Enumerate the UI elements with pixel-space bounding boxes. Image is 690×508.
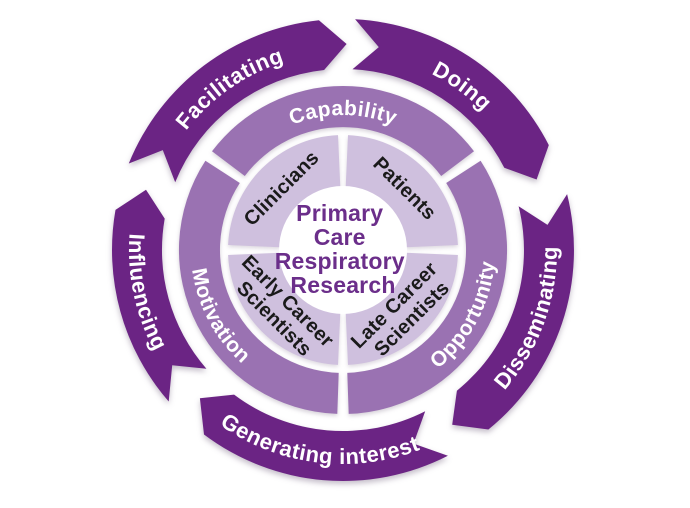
inner-arc-late-career <box>345 252 458 365</box>
inner-arc-early-career <box>228 252 341 365</box>
inner-arc-clinicians <box>228 135 341 248</box>
middle-arc-capability <box>212 85 474 176</box>
center-circle <box>279 186 407 314</box>
outer-arc-facilitating <box>128 20 347 183</box>
middle-arc-opportunity <box>347 160 508 414</box>
outer-arc-generating-interest <box>199 394 448 481</box>
outer-arc-disseminating <box>452 194 574 430</box>
inner-arc-patients <box>345 135 458 248</box>
center-hub: Primary Care Respiratory Research <box>275 186 412 314</box>
middle-arc-motivation <box>178 160 339 414</box>
center-title: Primary Care Respiratory Research <box>275 200 412 298</box>
outer-arc-influencing <box>112 189 207 402</box>
outer-arc-doing <box>352 19 549 180</box>
outer-ring: Facilitating Doing Disseminating Generat… <box>112 19 574 481</box>
